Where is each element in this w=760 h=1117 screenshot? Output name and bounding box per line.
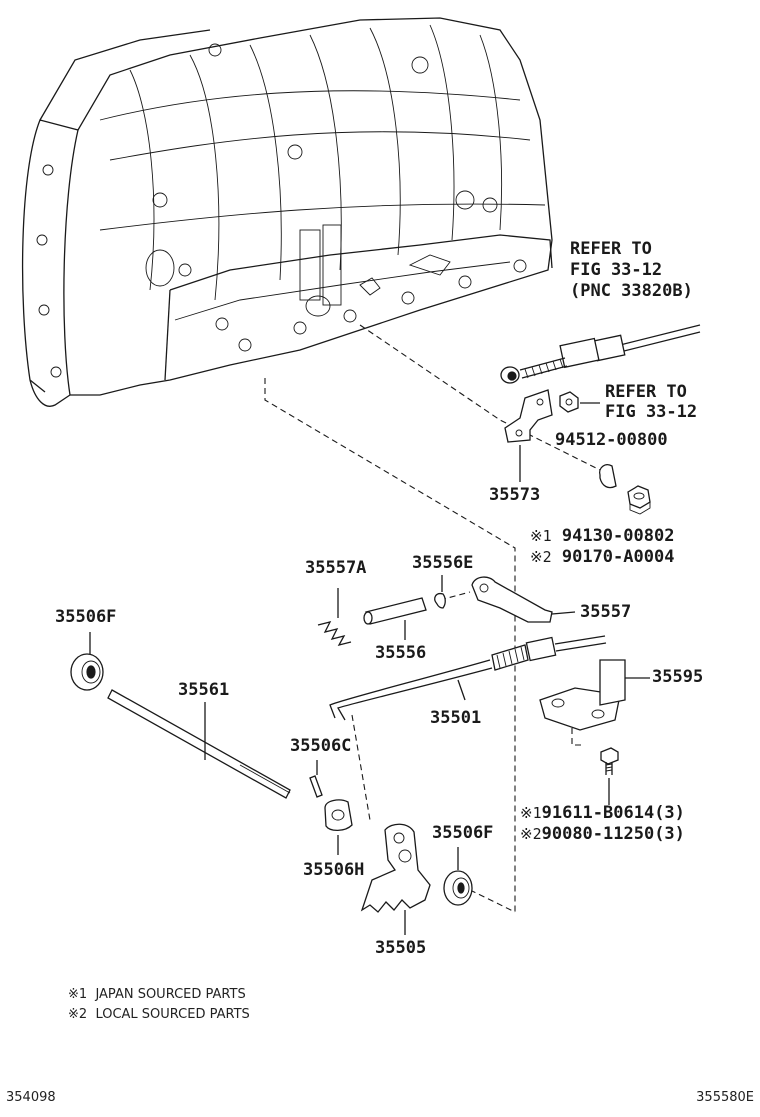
- bushing-35506H: [324, 799, 353, 855]
- part-label-94130: ※1 94130-00802: [530, 528, 674, 545]
- shaft-35561: [107, 689, 291, 799]
- bracket-35573: [504, 389, 553, 482]
- plate-35505: [360, 823, 431, 935]
- mark-2b: ※2: [520, 825, 542, 843]
- note-mark-2: ※2: [68, 1007, 88, 1022]
- spring-35557A: [317, 588, 352, 646]
- part-label-94512: 94512-00800: [555, 430, 668, 450]
- part-label-90080: ※290080-11250(3): [520, 826, 685, 843]
- mark-1: ※1: [530, 527, 552, 545]
- footer-right-code: 355580E: [696, 1090, 754, 1105]
- pin-35556: [363, 597, 427, 640]
- footer-left-code: 354098: [6, 1090, 56, 1105]
- lever-35557: [471, 576, 576, 623]
- part-label-90170: ※2 90170-A0004: [530, 549, 674, 566]
- part-label-35573: 35573: [489, 485, 541, 505]
- ering-35556E: [434, 575, 446, 609]
- seal-35506F-right: [443, 847, 473, 906]
- part-label-35557: 35557: [580, 602, 632, 622]
- bolt-91611: [600, 747, 619, 805]
- refer-label-1-line1: REFER TO: [570, 239, 652, 259]
- part-number-90170: 90170-A0004: [561, 547, 675, 567]
- refer-label-2-line2: FIG 33-12: [605, 402, 698, 422]
- part-label-35557A: 35557A: [305, 558, 367, 578]
- mark-1b: ※1: [520, 804, 542, 822]
- part-label-35556E: 35556E: [412, 553, 474, 573]
- part-label-35506F-left: 35506F: [55, 607, 117, 627]
- refer-label-2-line1: REFER TO: [605, 382, 687, 402]
- part-label-35506H: 35506H: [303, 860, 365, 880]
- part-label-35501: 35501: [430, 708, 482, 728]
- note-text-2: LOCAL SOURCED PARTS: [95, 1007, 250, 1022]
- transmission-housing: [21, 17, 553, 407]
- shift-cable-end: [500, 324, 701, 384]
- refer-label-1-line2: FIG 33-12: [570, 260, 663, 280]
- note-japan-sourced: ※1 JAPAN SOURCED PARTS: [68, 987, 246, 1002]
- part-label-35595: 35595: [652, 667, 704, 687]
- clip-and-nut: [599, 464, 651, 515]
- part-number-94130: 94130-00802: [561, 526, 675, 546]
- pin-35506C: [309, 760, 323, 798]
- part-label-35506F-right: 35506F: [432, 823, 494, 843]
- note-text-1: JAPAN SOURCED PARTS: [95, 987, 246, 1002]
- cable-35501: [329, 635, 607, 721]
- mark-2: ※2: [530, 548, 552, 566]
- note-local-sourced: ※2 LOCAL SOURCED PARTS: [68, 1007, 250, 1022]
- seal-35506F-left: [70, 632, 104, 691]
- part-label-91611: ※191611-B0614(3): [520, 805, 685, 822]
- bracket-35595: [539, 659, 650, 746]
- note-mark-1: ※1: [68, 987, 88, 1002]
- part-label-35506C: 35506C: [290, 736, 352, 756]
- nut-top: [559, 391, 600, 413]
- refer-label-1-line3: (PNC 33820B): [570, 281, 693, 301]
- part-label-35561: 35561: [178, 680, 230, 700]
- part-label-35505: 35505: [375, 938, 427, 958]
- part-label-35556: 35556: [375, 643, 427, 663]
- part-number-90080: 90080-11250(3): [541, 824, 685, 844]
- part-number-91611: 91611-B0614(3): [541, 803, 685, 823]
